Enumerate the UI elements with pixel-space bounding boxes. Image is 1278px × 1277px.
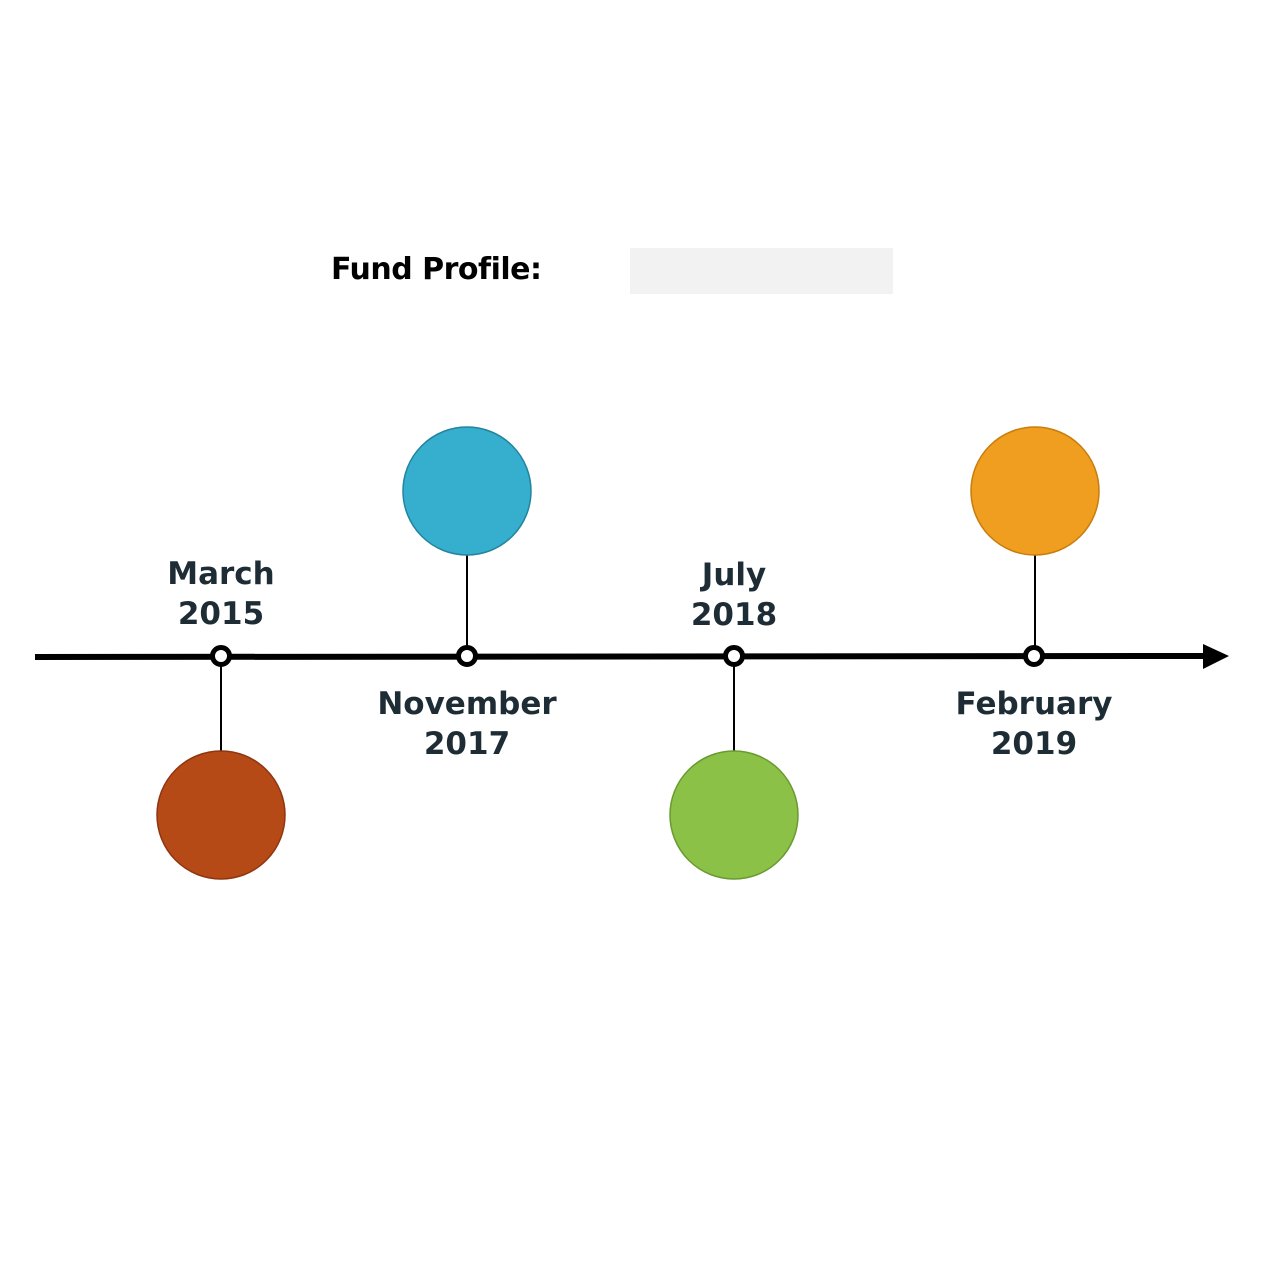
date-label-november-2017: November 2017 [347, 684, 587, 764]
date-label-year: 2015 [177, 596, 265, 632]
date-label-month: February [955, 686, 1113, 722]
date-label-year: 2019 [990, 726, 1078, 762]
event-circle-february-2019 [970, 426, 1100, 556]
date-label-month: July [701, 557, 767, 593]
timeline-marker [456, 645, 478, 667]
event-circle-july-2018 [669, 750, 799, 880]
date-label-year: 2017 [423, 726, 511, 762]
date-label-march-2015: March 2015 [101, 554, 341, 634]
date-label-year: 2018 [690, 597, 778, 633]
fund-profile-field[interactable] [630, 248, 893, 294]
timeline-arrowhead [1203, 644, 1229, 669]
event-circle-november-2017 [402, 426, 532, 556]
timeline-marker [723, 645, 745, 667]
fund-profile-label: Fund Profile: [331, 252, 542, 287]
date-label-july-2018: July 2018 [614, 555, 854, 635]
date-label-month: November [377, 686, 557, 722]
timeline-marker [210, 645, 232, 667]
date-label-month: March [167, 556, 275, 592]
timeline-marker [1023, 645, 1045, 667]
date-label-february-2019: February 2019 [914, 684, 1154, 764]
event-circle-march-2015 [156, 750, 286, 880]
